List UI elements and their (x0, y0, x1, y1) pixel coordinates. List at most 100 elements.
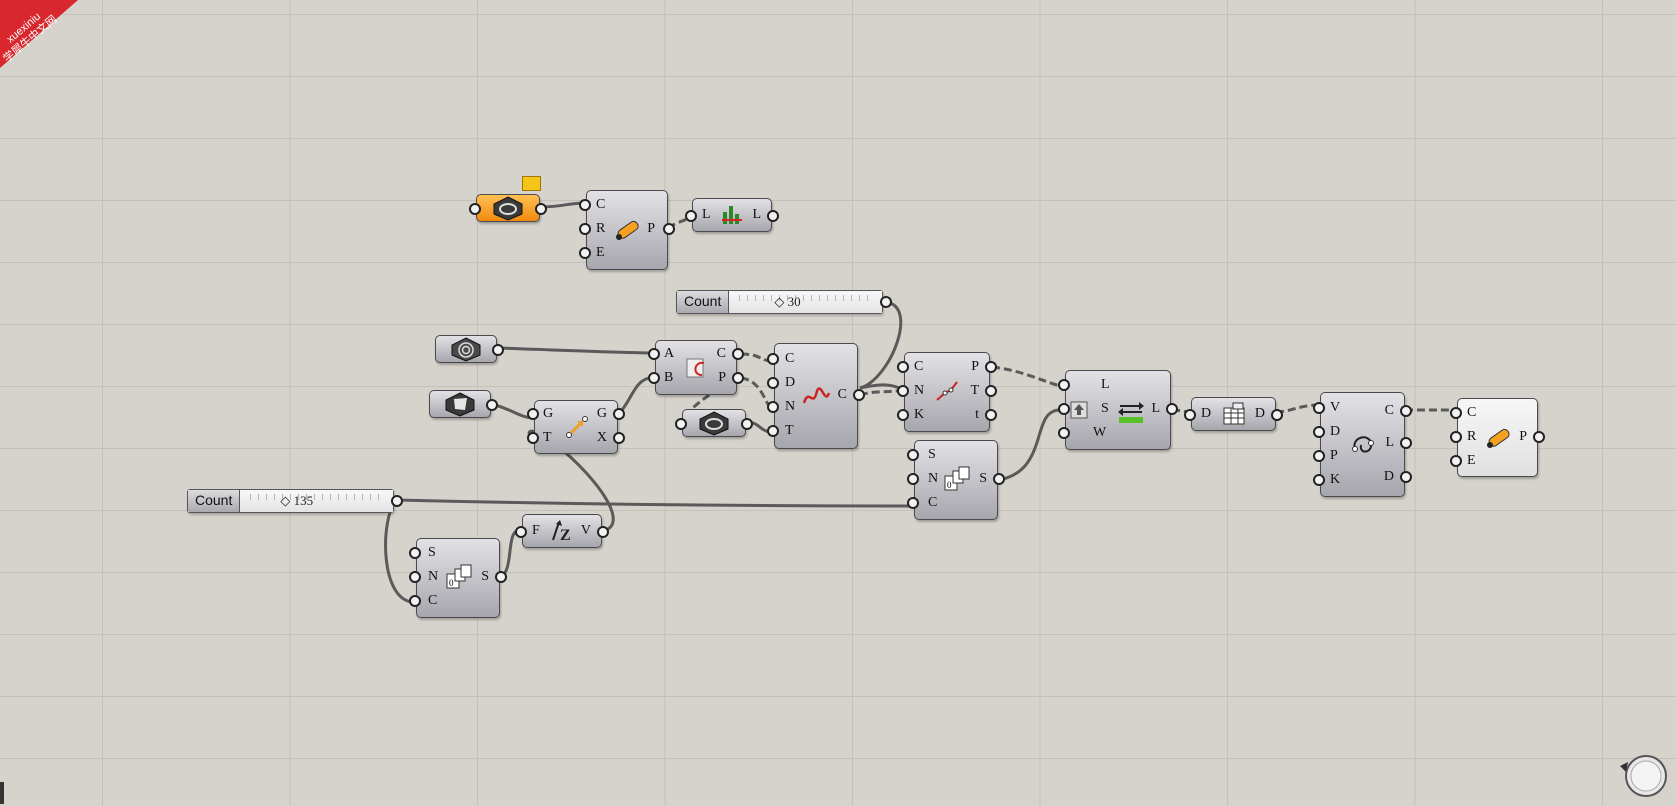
closest-point-component[interactable]: C R E P (579, 190, 675, 270)
input-label: N (428, 569, 439, 584)
output-port[interactable] (1271, 409, 1283, 421)
input-port[interactable] (409, 595, 421, 607)
interpolate-curve-component[interactable]: V D P K C L D (1313, 392, 1412, 497)
input-label: B (664, 370, 674, 385)
input-port[interactable] (1450, 455, 1462, 467)
unit-z-component[interactable]: F V Z (515, 514, 609, 548)
output-label: D (1254, 406, 1265, 421)
output-port[interactable] (492, 344, 504, 356)
input-port[interactable] (767, 377, 779, 389)
input-port[interactable] (409, 571, 421, 583)
input-port[interactable] (409, 547, 421, 559)
output-port[interactable] (486, 399, 498, 411)
output-port[interactable] (663, 223, 675, 235)
input-port[interactable] (579, 223, 591, 235)
wire (395, 498, 910, 508)
input-port[interactable] (897, 361, 909, 373)
output-label: L (1151, 401, 1160, 416)
output-port[interactable] (985, 385, 997, 397)
input-port[interactable] (685, 210, 697, 222)
interpolate-icon (1352, 436, 1374, 453)
input-port[interactable] (648, 348, 660, 360)
param-toggle-icon[interactable] (1070, 401, 1088, 419)
surface-param[interactable] (429, 390, 498, 418)
output-port[interactable] (853, 389, 865, 401)
output-port[interactable] (741, 418, 753, 430)
curve-param-selected[interactable] (469, 194, 547, 222)
input-label: D (785, 375, 796, 390)
output-port[interactable] (495, 571, 507, 583)
curve-param-a[interactable] (435, 335, 504, 363)
list-length-component[interactable]: L L (685, 198, 779, 232)
input-port[interactable] (907, 497, 919, 509)
output-port[interactable] (732, 372, 744, 384)
input-port[interactable] (907, 473, 919, 485)
output-port[interactable] (767, 210, 779, 222)
slider-track[interactable]: ◇ 135 (240, 490, 393, 512)
shift-list-icon (1118, 402, 1144, 423)
zoom-navigator-icon[interactable] (1614, 752, 1670, 800)
number-slider-30[interactable]: Count ◇ 30 (676, 290, 883, 314)
input-port[interactable] (675, 418, 687, 430)
output-port[interactable] (1166, 403, 1178, 415)
input-port[interactable] (1058, 427, 1070, 439)
output-port[interactable] (1400, 471, 1412, 483)
curve-param-b[interactable] (675, 409, 753, 437)
output-port[interactable] (1400, 405, 1412, 417)
input-port[interactable] (907, 449, 919, 461)
input-port[interactable] (579, 247, 591, 259)
series-component-right[interactable]: S N C S 0 (907, 440, 1005, 520)
output-port[interactable] (1400, 437, 1412, 449)
output-port[interactable] (732, 348, 744, 360)
polyline-component[interactable]: C N K P T t (897, 352, 997, 432)
input-port[interactable] (579, 199, 591, 211)
input-port[interactable] (1313, 426, 1325, 438)
curve-param-icon (493, 196, 523, 221)
input-port[interactable] (1058, 403, 1070, 415)
closest-point-component-right[interactable]: C R E P (1450, 398, 1545, 477)
input-port[interactable] (1450, 407, 1462, 419)
output-port[interactable] (985, 409, 997, 421)
input-port[interactable] (1313, 402, 1325, 414)
input-port[interactable] (1184, 409, 1196, 421)
input-port[interactable] (1450, 431, 1462, 443)
move-icon (566, 416, 588, 438)
output-port[interactable] (613, 408, 625, 420)
input-port[interactable] (515, 526, 527, 538)
input-port[interactable] (648, 372, 660, 384)
flatten-component[interactable]: D D (1184, 397, 1283, 431)
output-label: P (718, 370, 726, 385)
number-slider-135[interactable]: Count ◇ 135 (187, 489, 394, 513)
output-port[interactable] (985, 361, 997, 373)
input-label: D (1201, 406, 1212, 421)
output-label: C (837, 387, 847, 402)
svg-text:0: 0 (449, 578, 454, 588)
series-component-left[interactable]: S N C S 0 (409, 538, 507, 618)
input-port[interactable] (1058, 379, 1070, 391)
output-port[interactable] (613, 432, 625, 444)
slider-track[interactable]: ◇ 30 (729, 291, 882, 313)
input-port[interactable] (767, 425, 779, 437)
slider-output-port[interactable] (391, 495, 403, 507)
output-port[interactable] (597, 526, 609, 538)
input-port[interactable] (767, 353, 779, 365)
input-port[interactable] (897, 409, 909, 421)
output-port[interactable] (535, 203, 547, 215)
input-port[interactable] (1313, 450, 1325, 462)
shift-list-component[interactable]: L S W L (1058, 370, 1178, 450)
divide-curve-component[interactable]: C D N T C (767, 343, 865, 449)
output-port[interactable] (993, 473, 1005, 485)
input-port[interactable] (527, 432, 539, 444)
input-port[interactable] (897, 385, 909, 397)
input-port[interactable] (1313, 474, 1325, 486)
curve-cp-component[interactable]: A B C P (648, 340, 744, 395)
slider-output-port[interactable] (880, 296, 892, 308)
input-port[interactable] (767, 401, 779, 413)
output-port[interactable] (1533, 431, 1545, 443)
input-port[interactable] (469, 203, 481, 215)
input-label: R (1467, 429, 1477, 444)
move-component[interactable]: G T G X (527, 400, 625, 454)
input-label: E (596, 245, 605, 260)
input-port[interactable] (527, 408, 539, 420)
